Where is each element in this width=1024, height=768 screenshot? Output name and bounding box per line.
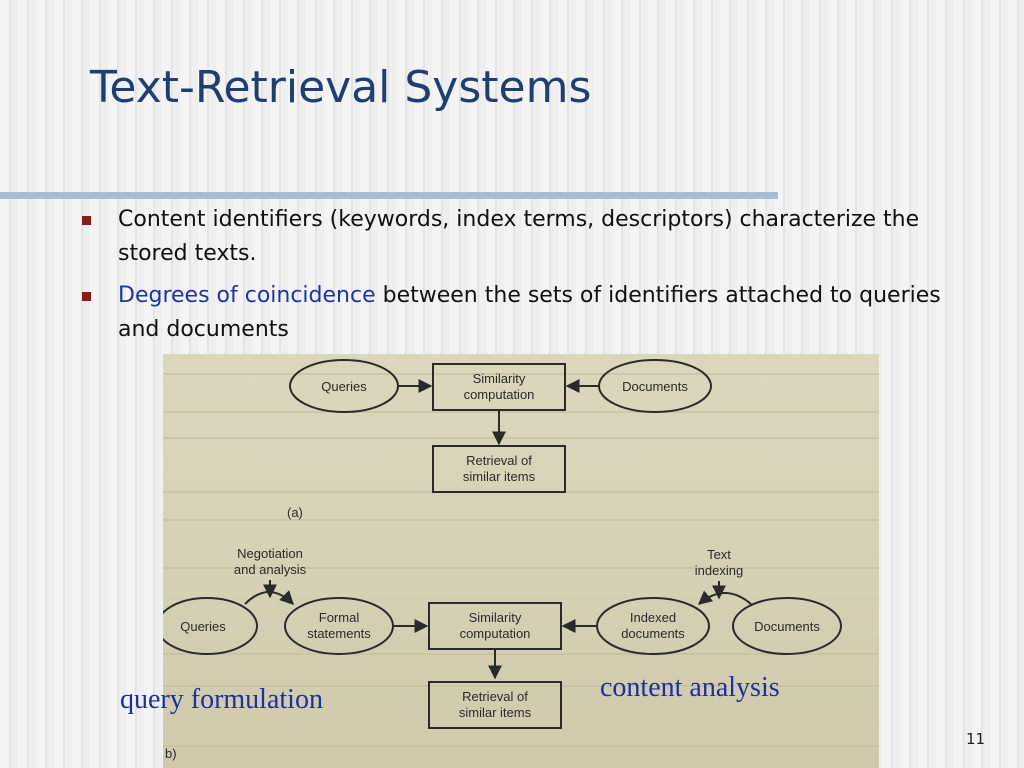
bullet-item-2: Degrees of coincidence between the sets …: [82, 279, 982, 347]
b-similarity-label-2: computation: [460, 626, 531, 641]
bullet-list: Content identifiers (keywords, index ter…: [82, 203, 982, 355]
b-negotiation-label-2: and analysis: [234, 562, 307, 577]
b-arrow-documents-to-indexed: [697, 590, 752, 605]
b-text-indexing-label-1: Text: [707, 547, 731, 562]
a-retrieval-label-1: Retrieval of: [466, 453, 532, 468]
part-a-label: (a): [287, 505, 303, 520]
a-similarity-label-2: computation: [464, 387, 535, 402]
bullet-square-icon: [82, 216, 91, 225]
a-retrieval-label-2: similar items: [463, 469, 536, 484]
retrieval-diagram: Queries Similarity computation Documents…: [163, 359, 879, 761]
bullet-square-icon: [82, 292, 91, 301]
part-b-label: b): [165, 746, 177, 761]
b-negotiation-label-1: Negotiation: [237, 546, 303, 561]
scanned-diagram: Queries Similarity computation Documents…: [163, 354, 879, 768]
highlighted-term: Degrees of coincidence: [118, 283, 376, 308]
title-divider: [0, 192, 778, 199]
b-formal-label-2: statements: [307, 626, 371, 641]
b-retrieval-label-2: similar items: [459, 705, 532, 720]
b-queries-node: [163, 597, 258, 655]
a-retrieval-node: [432, 445, 566, 493]
b-documents-node: [732, 597, 842, 655]
bullet-item-1: Content identifiers (keywords, index ter…: [82, 203, 982, 271]
bullet-text-1: Content identifiers (keywords, index ter…: [118, 207, 920, 266]
caption-query-formulation: query formulation: [120, 684, 323, 715]
slide-title: Text-Retrieval Systems: [90, 62, 592, 113]
b-queries-label: Queries: [180, 619, 226, 634]
b-documents-label: Documents: [754, 619, 820, 634]
b-retrieval-node: [428, 681, 562, 729]
b-arrow-queries-to-formal: [244, 590, 294, 605]
bullet-text-2: between the sets of identifiers attached…: [118, 283, 941, 342]
b-indexed-label-2: documents: [621, 626, 685, 641]
b-similarity-label-1: Similarity: [469, 610, 522, 625]
a-documents-label: Documents: [622, 379, 688, 394]
a-similarity-label-1: Similarity: [473, 371, 526, 386]
b-retrieval-label-1: Retrieval of: [462, 689, 528, 704]
page-number: 11: [966, 730, 986, 748]
b-formal-label-1: Formal: [319, 610, 360, 625]
b-indexed-label-1: Indexed: [630, 610, 676, 625]
b-text-indexing-label-2: indexing: [695, 563, 743, 578]
caption-content-analysis: content analysis: [600, 672, 780, 703]
a-queries-label: Queries: [321, 379, 367, 394]
